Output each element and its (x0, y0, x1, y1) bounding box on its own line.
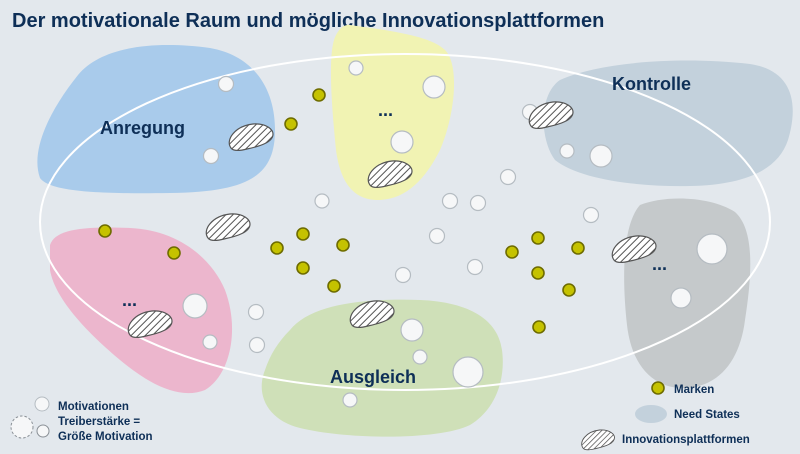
motivation-circle (348, 60, 364, 76)
legend-platform-icon (581, 429, 615, 451)
legend-treiber-line2: Größe Motivation (58, 431, 153, 443)
motivation-circle (394, 266, 412, 284)
motivation-circle (412, 349, 428, 365)
legend-right: Marken Need States Innovationsplattforme… (581, 381, 750, 451)
region-pink (50, 227, 233, 394)
region-label-pink: ... (122, 290, 137, 310)
motivation-circle (466, 258, 484, 276)
motivation-circle (217, 75, 235, 93)
motivation-circle (441, 192, 459, 210)
marke-dot (312, 88, 326, 102)
motivation-circle (499, 168, 517, 186)
motivation-circle (582, 206, 600, 224)
marke-dot (562, 283, 576, 297)
marke-dot (531, 231, 545, 245)
legend-plattformen-label: Innovationsplattformen (622, 434, 750, 446)
legend-motivationen-label: Motivationen (58, 401, 129, 413)
legend-need-state-icon (635, 405, 667, 423)
region-label-yellow: ... (378, 100, 393, 120)
motivation-circle (428, 227, 446, 245)
motivation-circle (314, 193, 330, 209)
motivation-circle (248, 336, 266, 354)
motivation-circle (559, 143, 575, 159)
region-label-ausgleich: Ausgleich (330, 367, 416, 387)
motivation-circles (182, 60, 728, 408)
legend-motivation-icon (34, 396, 50, 412)
marke-dot (98, 224, 112, 238)
marken-dots (98, 88, 585, 334)
region-label-gray: ... (652, 254, 667, 274)
motivation-circle (670, 287, 692, 309)
motivation-circle (400, 318, 424, 342)
region-label-kontrolle: Kontrolle (612, 74, 691, 94)
motivation-circle (202, 334, 218, 350)
motivation-circle (202, 147, 220, 165)
motivation-circle (589, 144, 613, 168)
motivation-circle (247, 303, 265, 321)
motivation-circle (469, 194, 487, 212)
marke-dot (571, 241, 585, 255)
marke-dot (270, 241, 284, 255)
motivation-circle (182, 293, 208, 319)
innovation-platform-icon (205, 213, 251, 241)
marke-dot (336, 238, 350, 252)
motivation-circle (452, 356, 484, 388)
marke-dot (296, 227, 310, 241)
marke-dot (327, 279, 341, 293)
legend-marken-label: Marken (674, 384, 714, 396)
region-label-anregung: Anregung (100, 118, 185, 138)
motivation-circle (696, 233, 728, 265)
region-ausgleich (261, 299, 503, 437)
legend-small-circle-icon (36, 424, 50, 438)
marke-dot (505, 245, 519, 259)
marke-dot (167, 246, 181, 260)
legend-need-states-label: Need States (674, 409, 740, 421)
marke-dot (531, 266, 545, 280)
motivational-space-ellipse (39, 53, 771, 391)
marke-dot (284, 117, 298, 131)
page-title: Der motivationale Raum und mögliche Inno… (12, 10, 604, 32)
legend-marke-icon (651, 381, 665, 395)
legend-left: Motivationen Treiberstärke = Größe Motiv… (10, 396, 153, 443)
motivation-circle (390, 130, 414, 154)
motivation-circle (342, 392, 358, 408)
marke-dot (532, 320, 546, 334)
marke-dot (296, 261, 310, 275)
legend-treiber-line1: Treiberstärke = (58, 416, 140, 428)
legend-large-circle-icon (10, 415, 34, 439)
motivation-circle (422, 75, 446, 99)
